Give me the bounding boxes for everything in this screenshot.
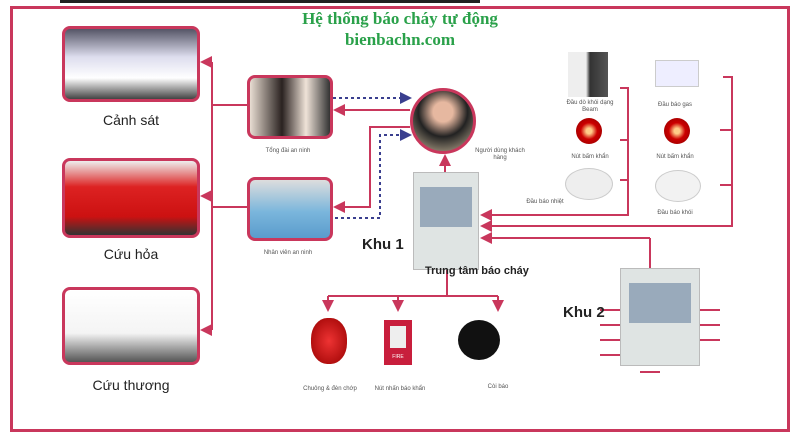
button1-label: Nút bấm khẩn <box>571 154 609 160</box>
heat-label: Đầu báo nhiệt <box>526 199 564 205</box>
site-text: bienbachn.com <box>344 30 456 49</box>
diagram-frame <box>10 6 790 432</box>
smoke-label: Đầu báo khói <box>657 210 693 216</box>
center-label: Trung tâm báo cháy <box>425 265 529 277</box>
customer-image <box>410 88 476 154</box>
customer-label: Người dùng khách hàng <box>475 148 525 161</box>
gas-label: Đầu báo gas <box>657 102 693 108</box>
ambulance-image <box>62 287 200 365</box>
fire-text: FIRE <box>392 354 404 360</box>
beam-label: Đầu dò khói dạng Beam <box>566 100 614 113</box>
emergency-button-icon <box>576 118 602 144</box>
operator-label: Tổng đài an ninh <box>265 148 311 154</box>
siren-icon <box>458 320 500 360</box>
fire-truck-image <box>62 158 200 238</box>
manual-label: Nút nhấn báo khẩn <box>374 386 426 392</box>
fire-label: Cứu hỏa <box>103 246 159 262</box>
ambulance-label: Cứu thương <box>92 377 170 393</box>
zone2-label: Khu 2 <box>563 304 605 321</box>
title-text: Hệ thống báo cháy tự động <box>302 9 498 28</box>
top-rule <box>60 0 480 3</box>
zone1-label: Khu 1 <box>362 236 404 253</box>
beam-detector-icon <box>568 52 608 97</box>
zone2-control-panel <box>620 268 700 366</box>
zone1-control-panel <box>413 172 479 270</box>
operator-image <box>247 75 333 139</box>
siren-label: Còi báo <box>487 384 509 390</box>
diagram-title: Hệ thống báo cháy tự động bienbachn.com <box>250 8 550 50</box>
bell-strobe-icon <box>311 318 347 364</box>
gas-detector-icon <box>655 60 699 87</box>
smoke-detector-icon <box>655 170 701 202</box>
manual-call-point-icon: FIRE <box>384 320 412 365</box>
emergency-button-icon <box>664 118 690 144</box>
guard-label: Nhân viên an ninh <box>263 250 313 256</box>
bell-label: Chuông & đèn chớp <box>303 386 357 392</box>
heat-detector-icon <box>565 168 613 200</box>
guard-image <box>247 177 333 241</box>
police-label: Cảnh sát <box>102 112 160 128</box>
button2-label: Nút bấm khẩn <box>656 154 694 160</box>
police-image <box>62 26 200 102</box>
